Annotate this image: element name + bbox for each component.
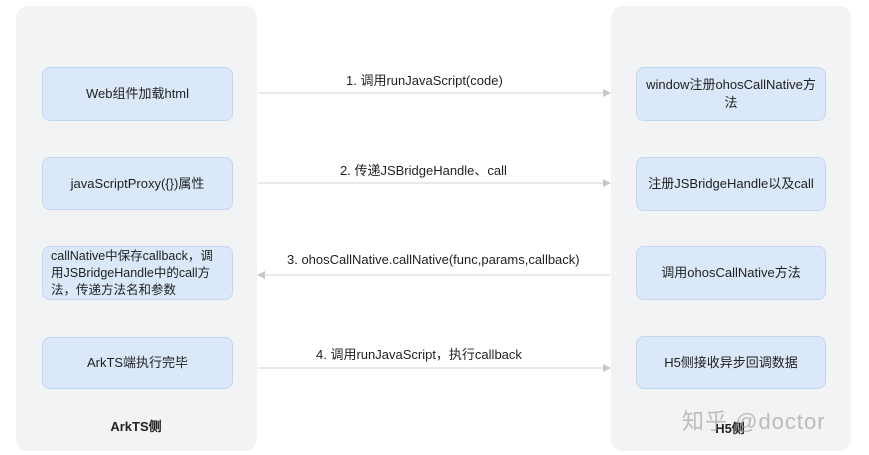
node-label: ArkTS端执行完毕 (86, 355, 189, 370)
node-label: 调用ohosCallNative方法 (661, 265, 801, 280)
node-window-register: window注册ohosCallNative方法 (636, 67, 826, 121)
arrow-2-label: 2. 传递JSBridgeHandle、call (340, 163, 507, 178)
arrow-1-label: 1. 调用runJavaScript(code) (346, 73, 503, 88)
node-label: 注册JSBridgeHandle以及call (648, 176, 814, 191)
node-javascript-proxy: javaScriptProxy({})属性 (42, 157, 233, 210)
arkts-side-title: ArkTS侧 (110, 419, 162, 434)
node-call-ohoscallnative: 调用ohosCallNative方法 (636, 246, 826, 300)
h5-side-title: H5侧 (715, 421, 745, 436)
node-callnative-save-callback: callNative中保存callback，调用JSBridgeHandle中的… (42, 246, 233, 300)
watermark: 知乎 @doctor (682, 409, 826, 434)
node-label: Web组件加载html (85, 86, 190, 101)
node-arkts-finished: ArkTS端执行完毕 (42, 337, 233, 389)
node-label: callNative中保存callback，调用JSBridgeHandle中的… (51, 248, 213, 297)
arrow-3-label: 3. ohosCallNative.callNative(func,params… (287, 252, 580, 267)
node-h5-receive-callback: H5侧接收异步回调数据 (636, 336, 826, 389)
arrow-4-label: 4. 调用runJavaScript，执行callback (316, 347, 522, 362)
node-label: javaScriptProxy({})属性 (70, 175, 205, 191)
node-label: H5侧接收异步回调数据 (664, 354, 798, 370)
node-label: window注册ohosCallNative方法 (646, 77, 816, 110)
node-register-jsbridgehandle: 注册JSBridgeHandle以及call (636, 157, 826, 211)
node-web-load-html: Web组件加载html (42, 67, 233, 121)
